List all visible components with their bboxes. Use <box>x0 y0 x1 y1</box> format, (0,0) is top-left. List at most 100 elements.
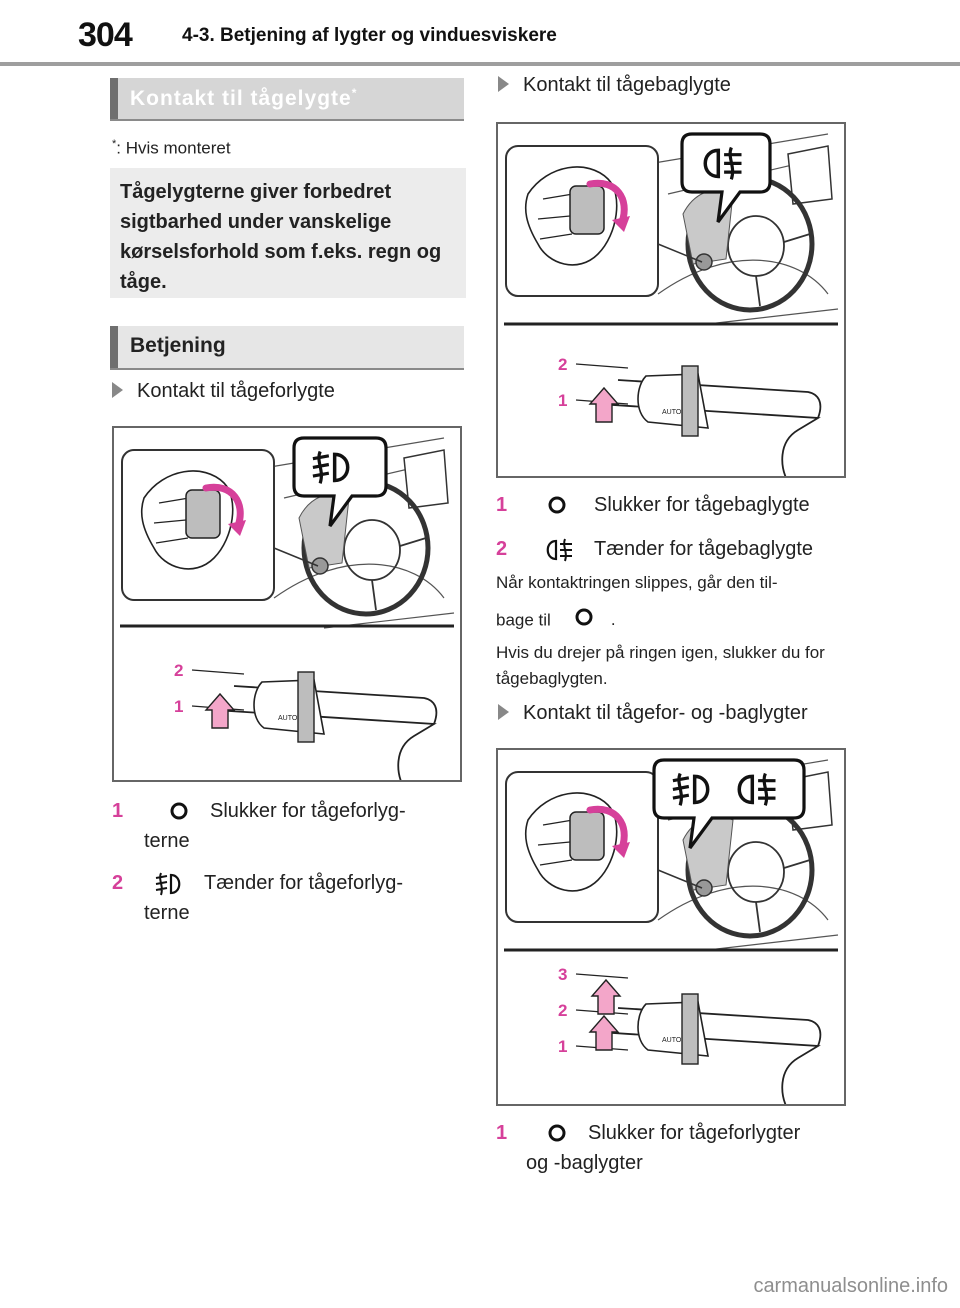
fog-ring <box>681 993 699 1065</box>
auto-label: AUTO <box>662 409 682 416</box>
rear-item-1: 1 Slukker for tågebaglygte <box>496 490 856 520</box>
both-fog-diagram: AUTO 3 2 1 <box>504 758 839 1104</box>
finger-lines <box>537 193 574 240</box>
beam-lines <box>724 146 742 180</box>
position-label: 3 <box>558 965 567 984</box>
lamp-shape <box>703 148 721 179</box>
front-fog-icon <box>312 450 350 484</box>
section-title: Kontakt til tågelygte <box>130 87 352 110</box>
inset-pointer-line <box>657 869 703 889</box>
rotation-arrow <box>202 483 244 530</box>
lever-outline <box>213 685 438 780</box>
center-display <box>787 145 833 205</box>
push-arrow <box>204 692 236 729</box>
lever-end <box>695 253 713 271</box>
icon-callout-bubble <box>292 436 388 527</box>
item-number: 1 <box>112 800 124 822</box>
steering-hub <box>343 519 401 581</box>
rear-note-2: Hvis du drejer på ringen igen, slukker d… <box>496 643 825 688</box>
item-number: 2 <box>496 538 508 560</box>
off-ring-icon <box>546 1122 568 1153</box>
inset-pointer-line <box>273 547 319 567</box>
page-number: 304 <box>78 16 133 54</box>
lever-end <box>695 879 713 897</box>
rear-fog-icon <box>542 538 574 571</box>
fog-ring-switch <box>569 185 605 235</box>
rear-fog-heading-text: Kontakt til tågebaglygte <box>523 74 731 96</box>
both-fog-heading: Kontakt til tågefor- og -baglygter <box>498 702 808 725</box>
position-label: 2 <box>558 1001 567 1020</box>
fog-ring-switch <box>569 811 605 861</box>
icon-callout-bubble <box>680 132 772 223</box>
bullet-arrow-icon <box>112 382 123 398</box>
rotation-arrow-head <box>612 216 630 232</box>
lever-end <box>311 557 329 575</box>
item-number: 1 <box>496 494 508 516</box>
off-ring-icon <box>546 494 568 525</box>
finger-lines <box>153 497 190 544</box>
rotation-arrow-head <box>612 842 630 858</box>
inset-pointer-line <box>657 243 703 263</box>
fog-ring-switch <box>185 489 221 539</box>
item-text: Tænder for tågebaglygte <box>594 538 814 560</box>
push-arrow <box>588 1014 620 1051</box>
push-arrow <box>588 386 620 423</box>
position-label: 1 <box>558 391 567 410</box>
beam-lines <box>672 772 690 806</box>
off-ring-icon <box>168 800 190 831</box>
intro-box: Tågelygterne giver forbedret sigtbarhed … <box>110 168 466 298</box>
push-arrow <box>590 978 622 1015</box>
auto-label: AUTO <box>278 715 298 722</box>
label-leader <box>191 669 245 675</box>
lamp-shape <box>692 774 710 805</box>
note-period: . <box>610 610 616 630</box>
label-leader <box>575 363 629 369</box>
item-text: Tænder for tågeforlyg- <box>204 872 403 894</box>
bullet-arrow-icon <box>498 704 509 720</box>
instrument-cluster <box>682 815 734 891</box>
lamp-shape <box>737 774 755 805</box>
rear-fog-icon <box>703 146 742 180</box>
note-text-cont: bage til <box>496 610 551 630</box>
item-text: Slukker for tågebaglygte <box>594 494 810 516</box>
steering-hub <box>727 215 785 277</box>
item-text: Slukker for tågeforlyg- <box>210 800 406 822</box>
position-label: 2 <box>174 661 183 680</box>
operation-rule <box>110 368 464 370</box>
item-text-cont: terne <box>144 830 190 852</box>
lever-outline <box>597 379 822 476</box>
header-rule <box>0 62 960 66</box>
steering-hub <box>727 841 785 903</box>
note-text: Når kontaktringen slippes, går den til- <box>496 573 778 592</box>
rear-note-1: Når kontaktringen slippes, går den til- … <box>496 570 856 636</box>
front-item-1: 1 Slukker for tågeforlyg- terne <box>112 796 462 860</box>
position-label: 1 <box>558 1037 567 1056</box>
both-fog-illustration: AUTO 3 2 1 <box>496 748 846 1106</box>
front-fog-heading: Kontakt til tågeforlygte <box>112 380 335 403</box>
beam-lines <box>312 450 330 484</box>
footnote: *: Hvis monteret <box>112 138 231 159</box>
label-leader <box>575 973 629 979</box>
finger-lines <box>537 819 574 866</box>
item-number: 1 <box>496 1122 508 1144</box>
lever-outline <box>597 1007 822 1104</box>
lamp-shape <box>332 452 350 483</box>
item-number: 2 <box>112 872 124 894</box>
auto-label: AUTO <box>662 1037 682 1044</box>
watermark: carmanualsonline.info <box>753 1275 948 1297</box>
page-header: 304 4-3. Betjening af lygter og vinduesv… <box>0 0 960 66</box>
item-text-cont: og -baglygter <box>526 1152 643 1174</box>
rotation-arrow <box>586 179 628 226</box>
footnote-text: : Hvis monteret <box>116 138 231 158</box>
center-display <box>403 449 449 509</box>
operation-title: Betjening <box>130 334 226 357</box>
footnote-mark: * <box>112 138 117 150</box>
bullet-arrow-icon <box>498 76 509 92</box>
chapter-title: 4-3. Betjening af lygter og vinduesviske… <box>182 25 557 46</box>
front-fog-heading-text: Kontakt til tågeforlygte <box>137 380 335 402</box>
rotation-arrow <box>586 805 628 852</box>
item-text: Slukker for tågeforlygter <box>588 1122 801 1144</box>
